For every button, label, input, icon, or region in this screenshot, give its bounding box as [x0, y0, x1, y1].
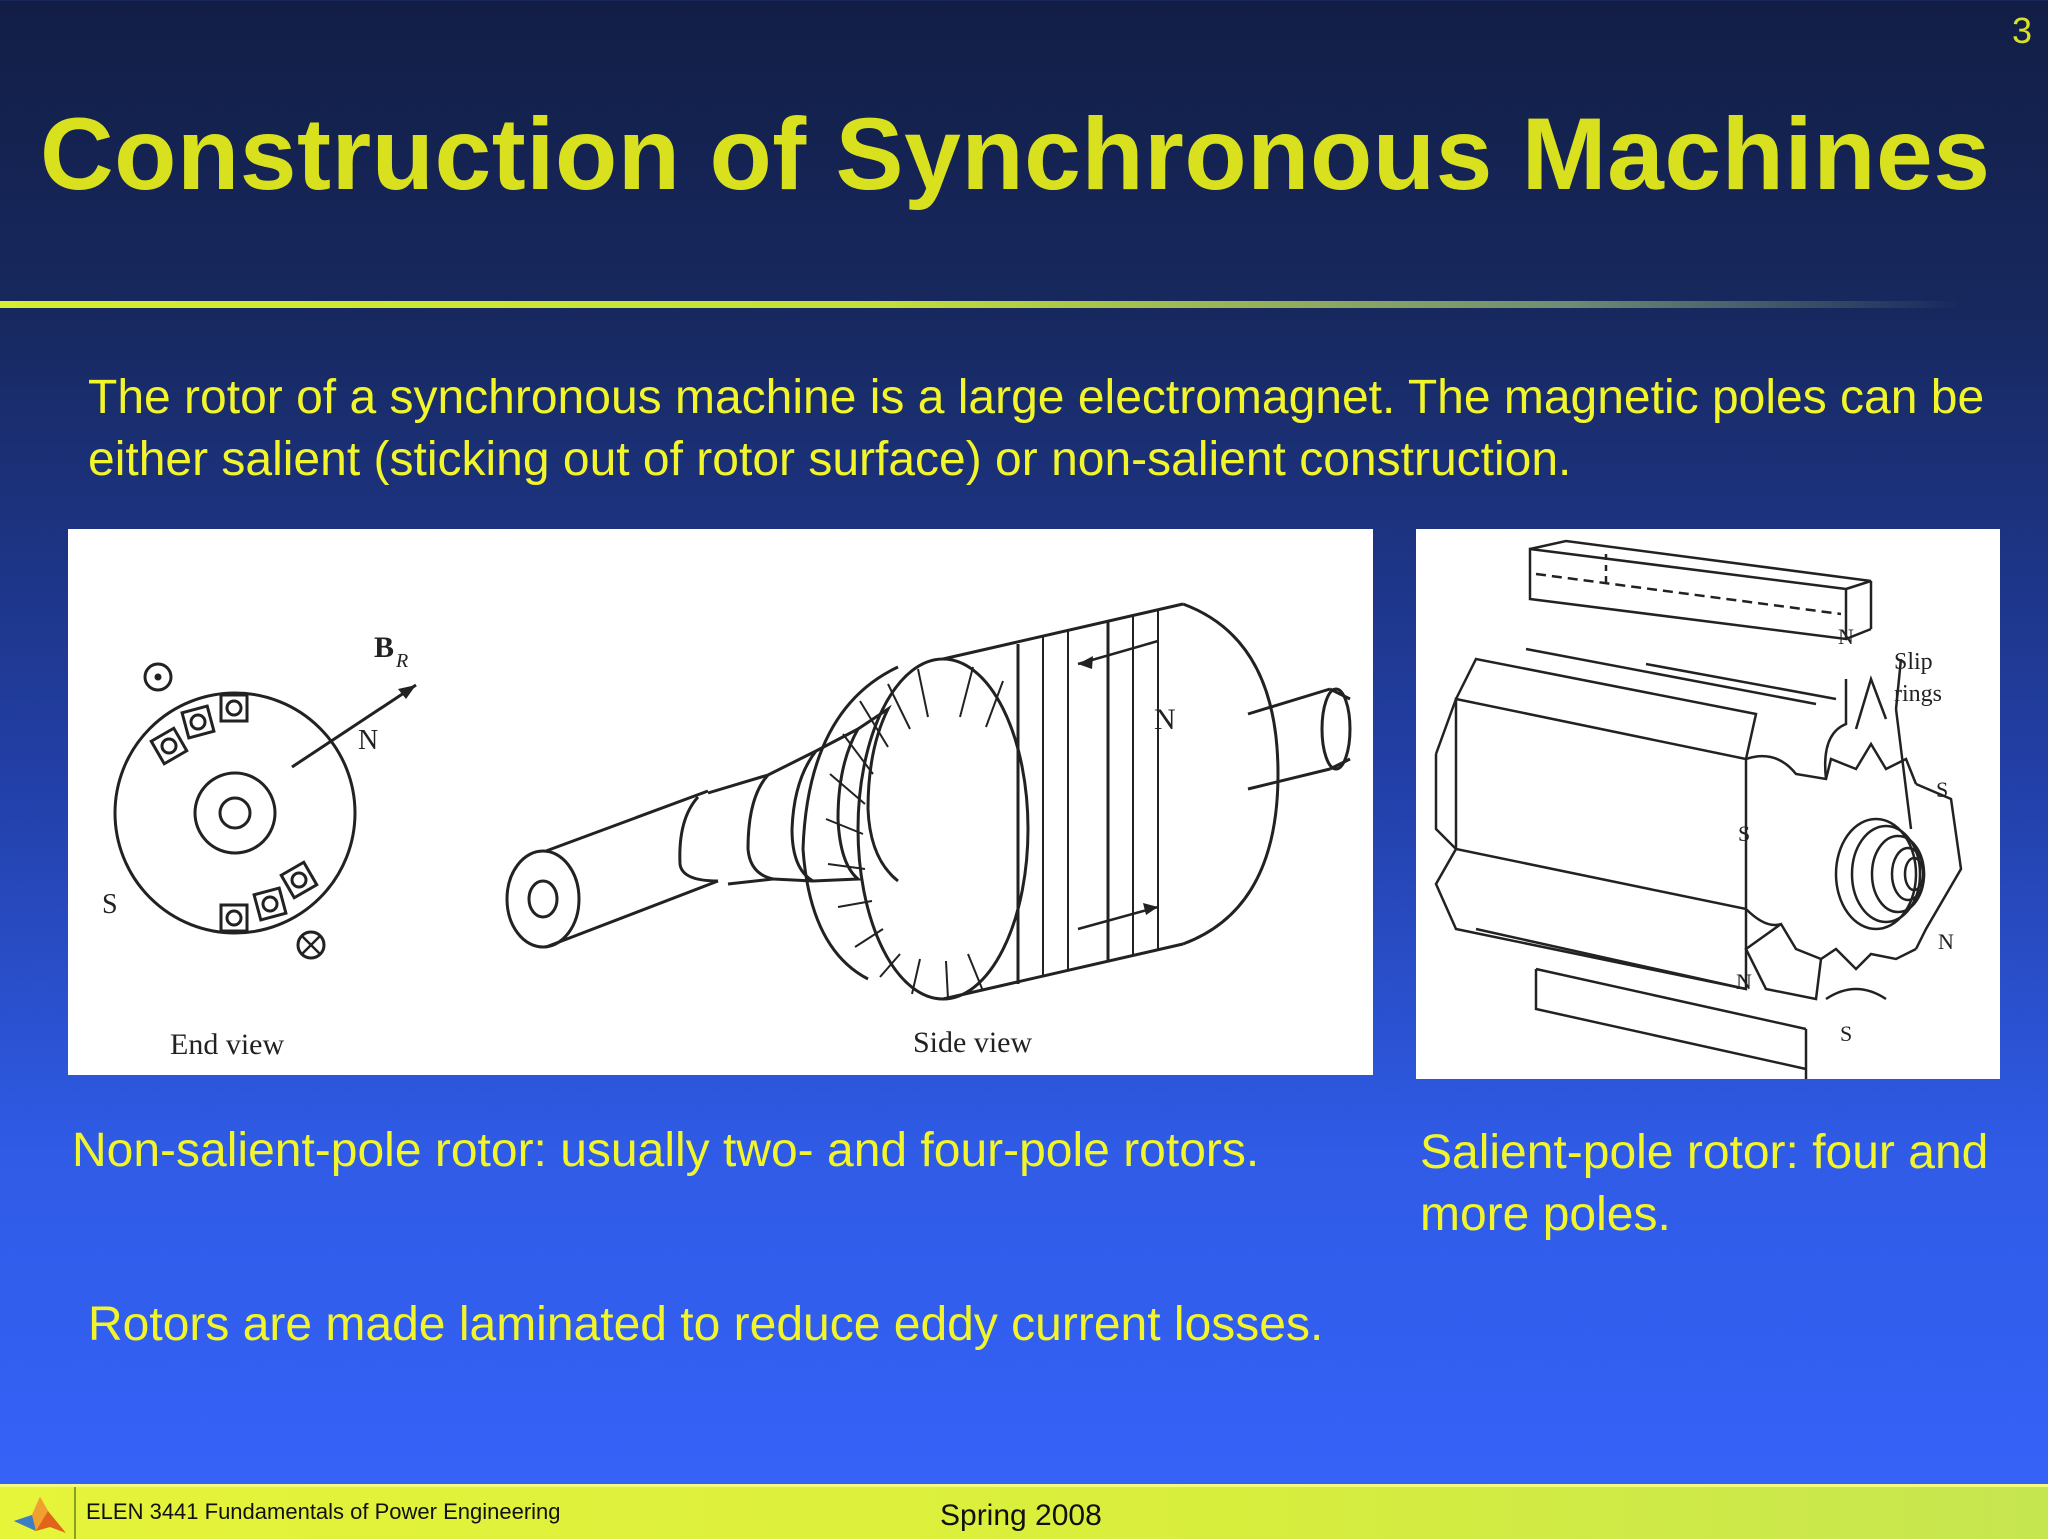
field-subscript: R	[395, 650, 408, 672]
end-view-north-label: N	[358, 725, 378, 756]
slip-rings-label-line2: rings	[1894, 681, 1942, 707]
end-view-south-label: S	[102, 889, 118, 920]
laminated-note: Rotors are made laminated to reduce eddy…	[88, 1298, 1324, 1351]
footer-course: ELEN 3441 Fundamentals of Power Engineer…	[86, 1499, 561, 1524]
side-view-label: Side view	[913, 1026, 1032, 1059]
pole-label-s3: S	[1840, 1021, 1852, 1046]
pole-label-n1: N	[1838, 624, 1854, 649]
pole-label-n2: N	[1938, 929, 1954, 954]
intro-text: The rotor of a synchronous machine is a …	[88, 371, 1985, 486]
page-number: 3	[2011, 10, 2032, 51]
end-view-rotor-circle	[113, 691, 357, 935]
footer-term: Spring 2008	[940, 1499, 1102, 1532]
slide-title: Construction of Synchronous Machines	[40, 97, 1991, 211]
field-vector-arrow	[291, 683, 417, 769]
pole-label-n3: N	[1736, 969, 1752, 994]
current-in-symbol	[296, 930, 326, 960]
current-out-symbol	[143, 662, 173, 692]
nonsalient-rotor-figure: B R N S N End view Side view	[68, 529, 1373, 1075]
title-divider	[0, 301, 1960, 308]
footer-bar: ELEN 3441 Fundamentals of Power Engineer…	[0, 1484, 2048, 1539]
footer-divider	[74, 1487, 76, 1539]
pole-label-s1: S	[1936, 777, 1948, 802]
end-view-label: End view	[170, 1028, 284, 1061]
slip-ring-1	[1834, 817, 1918, 931]
nonsalient-caption: Non-salient-pole rotor: usually two- and…	[72, 1124, 1260, 1177]
nonsalient-rotor-drawing: B R N S N End view Side view	[102, 602, 1352, 1061]
side-view-north-label: N	[1154, 703, 1176, 736]
pole-label-s2: S	[1738, 821, 1750, 846]
matlab-logo-icon	[14, 1497, 66, 1533]
shaft-end	[505, 849, 581, 949]
slip-rings-label-line1: Slip	[1894, 649, 1933, 675]
field-label: B	[374, 631, 394, 664]
salient-rotor-drawing: Slip rings N S S N N S	[1434, 539, 1963, 1079]
salient-caption: Salient-pole rotor: four and more poles.	[1420, 1126, 1989, 1241]
end-view-hub	[193, 771, 277, 855]
salient-rotor-figure: Slip rings N S S N N S	[1416, 529, 2000, 1079]
